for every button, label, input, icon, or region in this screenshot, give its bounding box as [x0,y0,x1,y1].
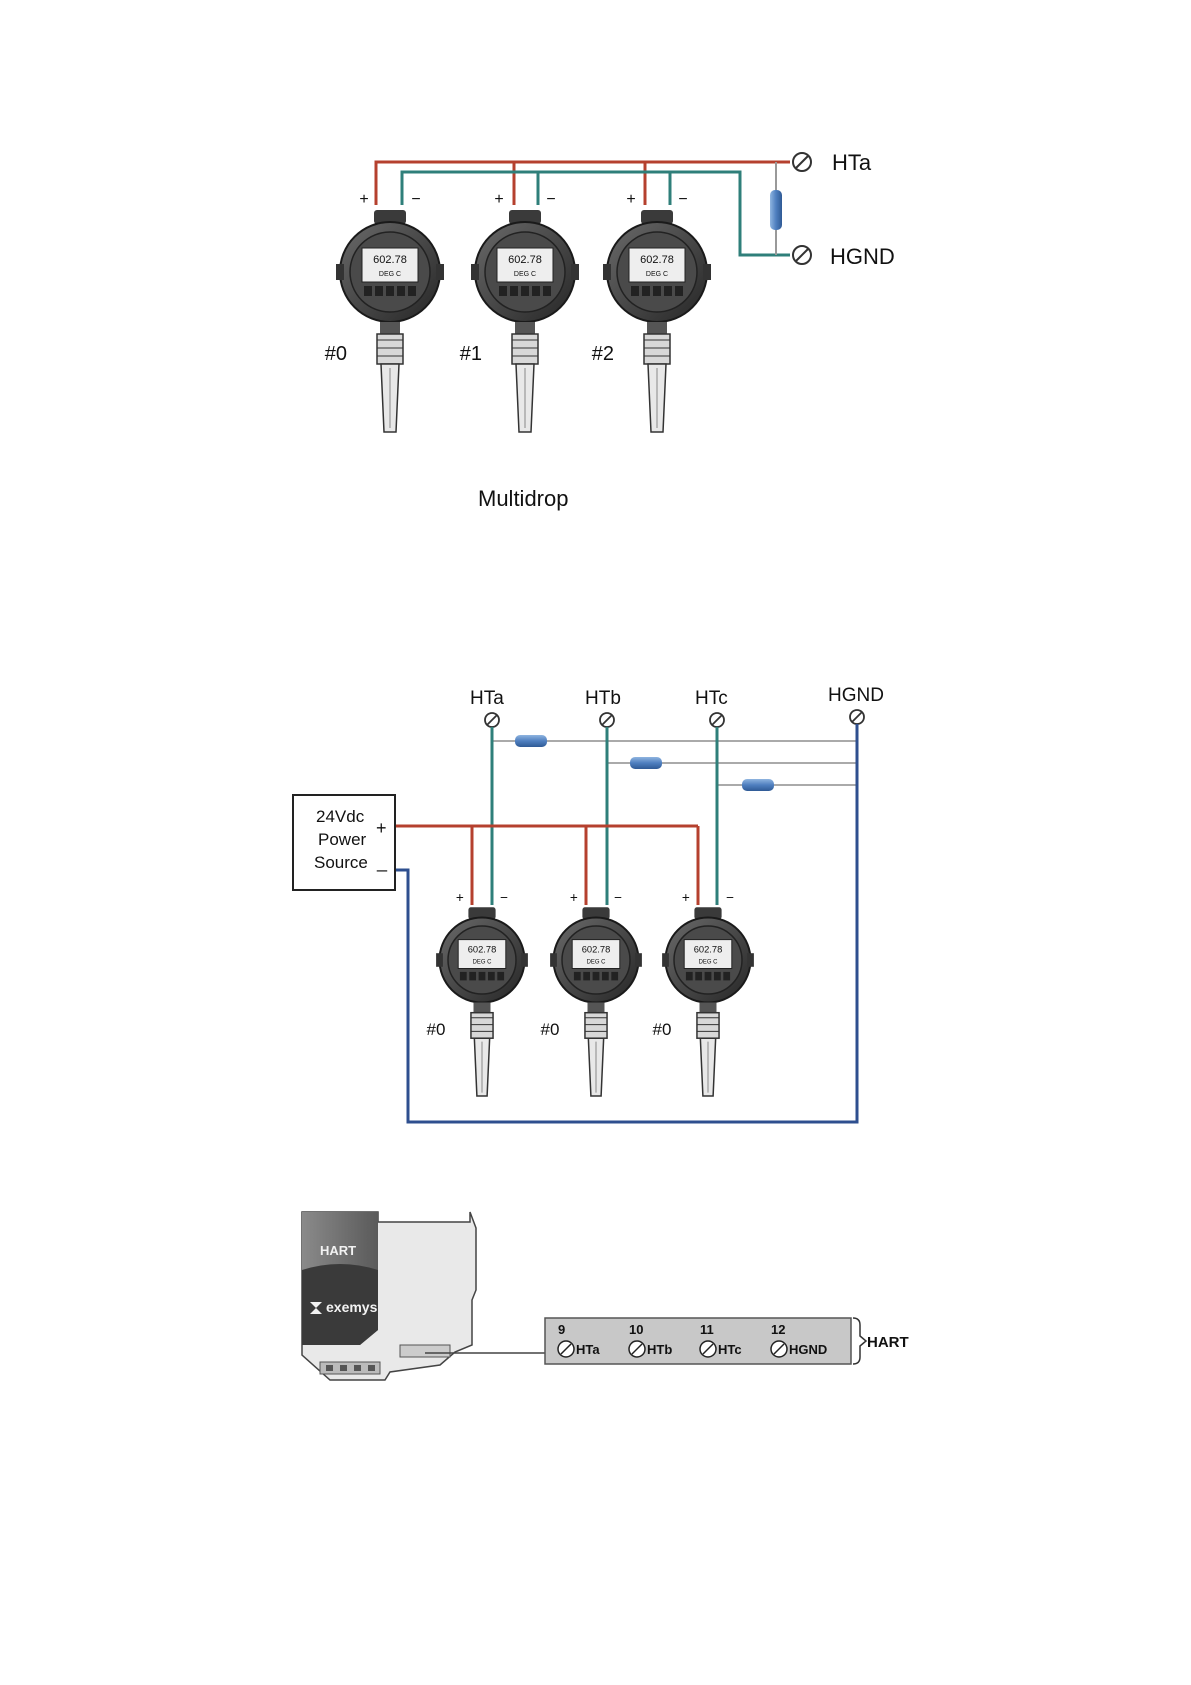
terminal-screw-icon [771,1341,787,1357]
terminal-strip [545,1318,851,1364]
terminal-label-hta: HTa [470,688,504,709]
pointtopoint-transmitter-tag: #0 [541,1020,560,1039]
multidrop-transmitter-reading: 602.78 [640,254,674,266]
multidrop-terminal-hta-label: HTa [832,150,872,175]
point-to-point-diagram: HTa HTb HTc HGND 24Vdc Power Source + [293,685,884,1122]
pointtopoint-plus-label: + [456,890,464,905]
terminal-screw-icon [850,710,864,724]
module-brand: exemys [326,1299,378,1315]
terminal-number: 10 [629,1322,643,1337]
resistor-htc [742,779,774,791]
power-source-line2: Power [318,830,367,849]
multidrop-resistor [770,190,782,230]
terminal-screw-icon [700,1341,716,1357]
terminal-name: HTb [647,1342,672,1357]
pointtopoint-transmitter-reading: 602.78 [694,944,723,954]
pointtopoint-plus-label: + [570,890,578,905]
multidrop-plus-label: + [626,191,635,208]
power-source-line3: Source [314,853,368,872]
terminal-label-htc: HTc [695,688,728,709]
pointtopoint-transmitter-units: DEG C [699,959,719,965]
multidrop-return-wire [402,172,790,255]
multidrop-transmitter-reading: 602.78 [508,254,542,266]
pointtopoint-minus-label: − [726,890,734,905]
terminal-screw-icon [600,713,614,727]
pointtopoint-minus-label: − [614,890,622,905]
hart-bracket [853,1318,866,1364]
terminal-screw-icon [793,153,811,171]
terminal-screw-icon [629,1341,645,1357]
multidrop-caption: Multidrop [478,486,568,511]
terminal-screw-icon [793,246,811,264]
pointtopoint-plus-label: + [682,890,690,905]
terminal-screw-icon [710,713,724,727]
multidrop-transmitter-tag: #2 [592,343,614,365]
power-source-plus: + [376,818,387,838]
terminal-name: HGND [789,1342,827,1357]
module-label: HART [320,1243,356,1258]
terminal-number: 9 [558,1322,565,1337]
terminal-name: HTc [718,1342,742,1357]
terminal-label-htb: HTb [585,688,621,709]
pointtopoint-transmitter-tag: #0 [653,1020,672,1039]
multidrop-transmitter-tag: #0 [325,343,347,365]
multidrop-minus-label: − [678,191,687,208]
pointtopoint-transmitter-reading: 602.78 [468,944,497,954]
pointtopoint-transmitter-units: DEG C [473,959,493,965]
pointtopoint-transmitter-reading: 602.78 [582,944,611,954]
terminal-number: 12 [771,1322,785,1337]
multidrop-transmitter-tag: #1 [460,343,482,365]
resistor-htb [630,757,662,769]
terminal-number: 11 [700,1322,714,1337]
terminal-label-hgnd: HGND [828,685,884,706]
pointtopoint-transmitter-tag: #0 [427,1020,446,1039]
resistor-hta [515,735,547,747]
multidrop-transmitter-units: DEG C [646,271,668,278]
terminal-block-label: HART [867,1334,909,1351]
pointtopoint-transmitter-units: DEG C [587,959,607,965]
multidrop-positive-wire [376,162,790,205]
power-source-minus: _ [376,852,388,873]
multidrop-plus-label: + [359,191,368,208]
pointtopoint-minus-label: − [500,890,508,905]
multidrop-minus-label: − [411,191,420,208]
multidrop-plus-label: + [494,191,503,208]
terminal-screw-icon [558,1341,574,1357]
multidrop-transmitter-units: DEG C [514,271,536,278]
multidrop-minus-label: − [546,191,555,208]
power-source-line1: 24Vdc [316,807,365,826]
terminal-screw-icon [485,713,499,727]
multidrop-transmitter-units: DEG C [379,271,401,278]
multidrop-terminal-hgnd-label: HGND [830,244,895,269]
multidrop-transmitter-reading: 602.78 [373,254,407,266]
terminal-name: HTa [576,1342,600,1357]
